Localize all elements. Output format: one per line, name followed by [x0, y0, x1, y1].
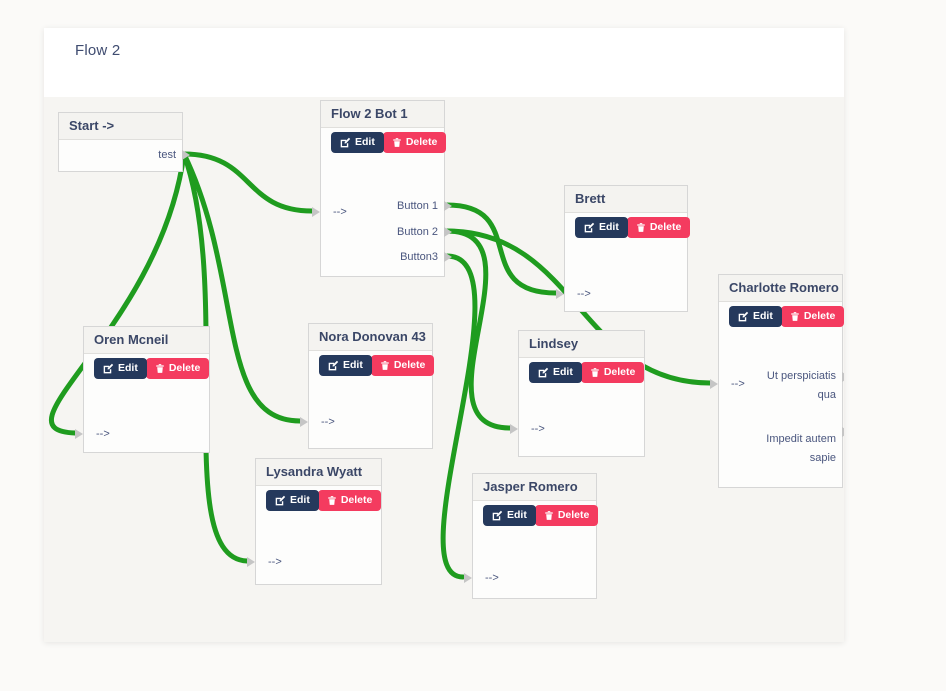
- input-label-charlotte: -->: [731, 378, 745, 390]
- output-label-flow2bot1-0: Button 1: [397, 200, 438, 212]
- input-port-oren[interactable]: [75, 429, 83, 439]
- node-title-charlotte[interactable]: Charlotte Romero: [719, 275, 842, 302]
- delete-button-lysandra[interactable]: Delete: [317, 490, 382, 511]
- input-port-flow2bot1[interactable]: [312, 207, 320, 217]
- output-port-flow2bot1-0[interactable]: [444, 201, 452, 211]
- node-title-flow2bot1[interactable]: Flow 2 Bot 1: [321, 101, 444, 128]
- output-port-charlotte-1[interactable]: [842, 427, 844, 437]
- node-title-nora[interactable]: Nora Donovan 43: [309, 324, 432, 351]
- edit-icon: [538, 367, 549, 378]
- connection-start-test-to-flow2bot1-in[interactable]: [181, 151, 315, 214]
- input-label-nora: -->: [321, 416, 335, 428]
- edit-button-brett[interactable]: Edit: [575, 217, 628, 238]
- edit-icon: [584, 222, 595, 233]
- input-label-jasper: -->: [485, 572, 499, 584]
- node-title-jasper[interactable]: Jasper Romero: [473, 474, 596, 501]
- input-port-charlotte[interactable]: [710, 379, 718, 389]
- edit-icon: [275, 495, 286, 506]
- delete-button-jasper[interactable]: Delete: [534, 505, 599, 526]
- edit-icon: [328, 360, 339, 371]
- edit-button-lysandra[interactable]: Edit: [266, 490, 319, 511]
- input-port-jasper[interactable]: [464, 573, 472, 583]
- edit-button-oren[interactable]: Edit: [94, 358, 147, 379]
- input-port-lysandra[interactable]: [247, 557, 255, 567]
- output-label-charlotte-1: Impedit autem sapie: [766, 433, 836, 464]
- flow-header: Flow 2: [44, 28, 844, 97]
- connection-flow2bot1-Button-2-to-lindsey-in[interactable]: [444, 228, 513, 431]
- delete-button-brett[interactable]: Delete: [626, 217, 691, 238]
- output-port-start-0[interactable]: [182, 150, 190, 160]
- edit-icon: [340, 137, 351, 148]
- trash-icon: [544, 510, 554, 521]
- delete-button-flow2bot1[interactable]: Delete: [382, 132, 447, 153]
- node-title-lindsey[interactable]: Lindsey: [519, 331, 644, 358]
- output-port-flow2bot1-2[interactable]: [444, 252, 452, 262]
- edit-button-flow2bot1[interactable]: Edit: [331, 132, 384, 153]
- delete-button-lindsey[interactable]: Delete: [580, 362, 645, 383]
- node-title-start[interactable]: Start ->: [59, 113, 182, 140]
- node-title-lysandra[interactable]: Lysandra Wyatt: [256, 459, 381, 486]
- edit-button-charlotte[interactable]: Edit: [729, 306, 782, 327]
- connection-flow2bot1-Button-1-to-brett-in[interactable]: [444, 202, 559, 296]
- node-title-brett[interactable]: Brett: [565, 186, 687, 213]
- trash-icon: [636, 222, 646, 233]
- input-label-lysandra: -->: [268, 556, 282, 568]
- edit-button-jasper[interactable]: Edit: [483, 505, 536, 526]
- delete-button-charlotte[interactable]: Delete: [780, 306, 844, 327]
- trash-icon: [155, 363, 165, 374]
- connection-start-test-to-nora-in[interactable]: [181, 151, 303, 424]
- input-port-nora[interactable]: [300, 417, 308, 427]
- edit-icon: [492, 510, 503, 521]
- node-start[interactable]: Start -> test: [58, 112, 190, 172]
- trash-icon: [790, 311, 800, 322]
- input-label-brett: -->: [577, 288, 591, 300]
- delete-button-oren[interactable]: Delete: [145, 358, 210, 379]
- node-title-oren[interactable]: Oren Mcneil: [84, 327, 209, 354]
- output-label-charlotte-0: Ut perspiciatis qua: [766, 370, 836, 401]
- input-label-flow2bot1: -->: [333, 206, 347, 218]
- input-label-lindsey: -->: [531, 423, 545, 435]
- edit-icon: [103, 363, 114, 374]
- input-label-oren: -->: [96, 428, 110, 440]
- trash-icon: [380, 360, 390, 371]
- edit-icon: [738, 311, 749, 322]
- output-port-flow2bot1-1[interactable]: [444, 227, 452, 237]
- edit-button-lindsey[interactable]: Edit: [529, 362, 582, 383]
- output-label-flow2bot1-2: Button3: [400, 251, 438, 263]
- trash-icon: [392, 137, 402, 148]
- trash-icon: [327, 495, 337, 506]
- input-port-brett[interactable]: [556, 289, 564, 299]
- input-port-lindsey[interactable]: [510, 424, 518, 434]
- connection-flow2bot1-Button3-to-jasper-in[interactable]: [440, 253, 478, 580]
- output-label-flow2bot1-1: Button 2: [397, 226, 438, 238]
- output-label-start-0: test: [158, 149, 176, 161]
- trash-icon: [590, 367, 600, 378]
- page-title: Flow 2: [75, 42, 121, 59]
- output-port-charlotte-0[interactable]: [842, 372, 844, 382]
- delete-button-nora[interactable]: Delete: [370, 355, 435, 376]
- edit-button-nora[interactable]: Edit: [319, 355, 372, 376]
